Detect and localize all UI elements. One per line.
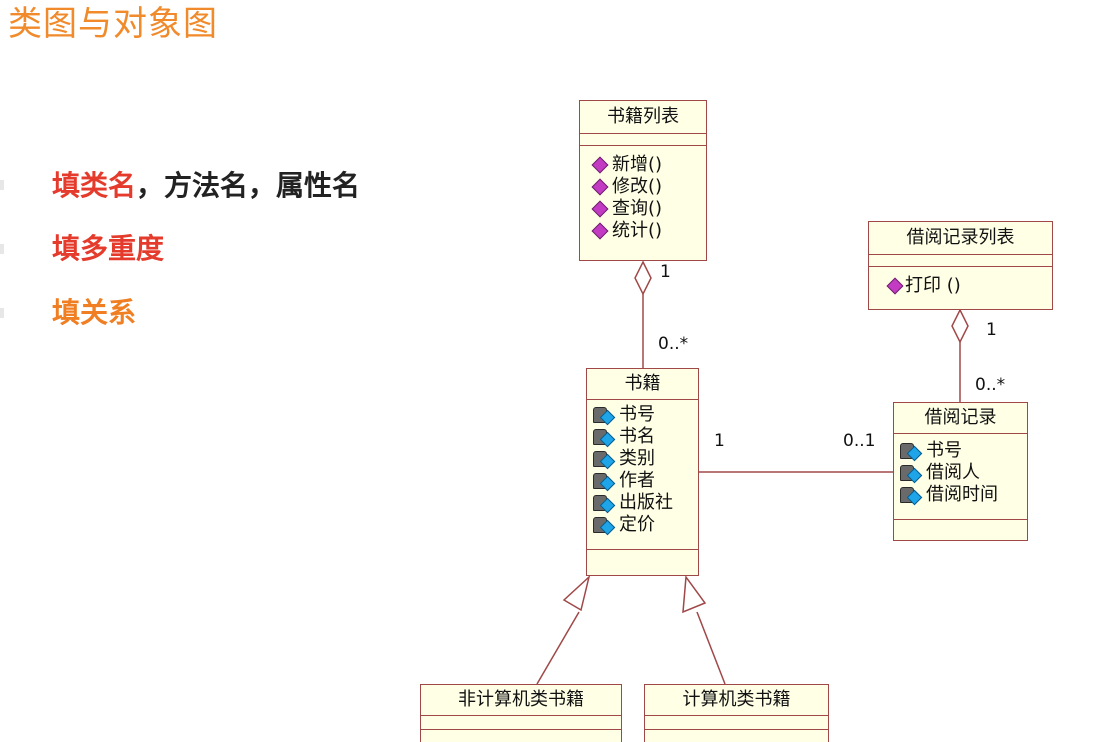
operation-label: 统计() — [612, 220, 663, 241]
aggregation-diamond-borrowlist — [951, 308, 969, 344]
operation-row: 统计() — [580, 220, 706, 242]
attribute-label: 借阅人 — [926, 462, 980, 483]
operation-row: 新增() — [580, 154, 706, 176]
class-borrow-record-list: 借阅记录列表 打印 () — [868, 221, 1053, 310]
lock-attribute-icon — [900, 465, 924, 484]
attribute-row: 书号 — [587, 404, 698, 426]
lock-attribute-icon — [900, 487, 924, 506]
attributes-section — [645, 716, 828, 730]
generalization-arrow-computer — [682, 574, 707, 614]
attribute-row: 借阅时间 — [894, 484, 1027, 506]
bullet-fill-multiplicity: 填多重度 — [52, 232, 165, 265]
class-computer-book: 计算机类书籍 — [644, 684, 829, 742]
bullet-fill-relations: 填关系 — [52, 296, 137, 329]
class-non-computer-book: 非计算机类书籍 — [420, 684, 622, 742]
attribute-row: 出版社 — [587, 492, 698, 514]
attributes-section — [421, 716, 621, 730]
attribute-row: 类别 — [587, 448, 698, 470]
operations-section: 新增() 修改() 查询() 统计() — [580, 146, 706, 242]
class-book: 书籍 书号 书名 类别 作者 出版社 定价 — [586, 368, 699, 576]
operation-icon — [591, 222, 609, 240]
bullet-marker — [0, 308, 4, 318]
generalization-line-computer — [696, 611, 726, 685]
class-borrow-record: 借阅记录 书号 借阅人 借阅时间 — [893, 402, 1028, 541]
operation-label: 新增() — [612, 154, 663, 175]
attribute-row: 借阅人 — [894, 462, 1027, 484]
multiplicity-label: 0..* — [975, 375, 1006, 395]
aggregation-diamond-booklist — [634, 260, 652, 296]
class-name: 计算机类书籍 — [645, 685, 828, 716]
lock-attribute-icon — [593, 429, 617, 448]
operations-section: 打印 () — [869, 267, 1052, 297]
class-name: 借阅记录列表 — [869, 222, 1052, 255]
attribute-row: 书号 — [894, 440, 1027, 462]
attribute-label: 出版社 — [619, 492, 673, 513]
lock-attribute-icon — [593, 407, 617, 426]
attribute-label: 书名 — [619, 426, 655, 447]
bullet-fill-class-name: 填类名 — [52, 169, 137, 202]
operation-icon — [591, 156, 609, 174]
attribute-label: 定价 — [619, 514, 655, 535]
operation-icon — [591, 200, 609, 218]
operation-row: 查询() — [580, 198, 706, 220]
class-book-list: 书籍列表 新增() 修改() 查询() 统计() — [579, 100, 707, 261]
class-name: 书籍列表 — [580, 101, 706, 134]
operation-icon — [886, 277, 904, 295]
generalization-arrow-noncomputer — [562, 574, 591, 612]
multiplicity-label: 1 — [986, 320, 997, 340]
multiplicity-label: 0..1 — [843, 431, 876, 451]
bullet-fill-names: 填类名，方法名，属性名 — [52, 166, 360, 206]
attribute-label: 借阅时间 — [926, 484, 998, 505]
attribute-row: 定价 — [587, 514, 698, 536]
class-name: 书籍 — [587, 369, 698, 400]
attributes-section: 书号 书名 类别 作者 出版社 定价 — [587, 400, 698, 550]
lock-attribute-icon — [593, 517, 617, 536]
lock-attribute-icon — [593, 473, 617, 492]
attribute-row: 书名 — [587, 426, 698, 448]
attributes-section: 书号 借阅人 借阅时间 — [894, 434, 1027, 520]
multiplicity-label: 0..* — [658, 334, 689, 354]
multiplicity-label: 1 — [660, 262, 671, 282]
lock-attribute-icon — [900, 443, 924, 462]
operation-icon — [591, 178, 609, 196]
attribute-label: 书号 — [926, 440, 962, 461]
bullet-fill-method-attr: ，方法名，属性名 — [136, 169, 361, 202]
operation-label: 修改() — [612, 176, 663, 197]
multiplicity-label: 1 — [714, 431, 725, 451]
operation-label: 打印 () — [905, 275, 961, 296]
lock-attribute-icon — [593, 495, 617, 514]
operation-row: 打印 () — [869, 275, 1052, 297]
attribute-label: 书号 — [619, 404, 655, 425]
bullet-marker — [0, 244, 4, 254]
operation-row: 修改() — [580, 176, 706, 198]
slide-title: 类图与对象图 — [8, 4, 218, 44]
attributes-section — [580, 134, 706, 146]
lock-attribute-icon — [593, 451, 617, 470]
attribute-row: 作者 — [587, 470, 698, 492]
operation-label: 查询() — [612, 198, 663, 219]
attribute-label: 作者 — [619, 470, 655, 491]
attribute-label: 类别 — [619, 448, 655, 469]
class-name: 非计算机类书籍 — [421, 685, 621, 716]
attributes-section — [869, 255, 1052, 267]
bullet-marker — [0, 180, 4, 190]
generalization-line-noncomputer — [536, 611, 580, 685]
class-name: 借阅记录 — [894, 403, 1027, 434]
